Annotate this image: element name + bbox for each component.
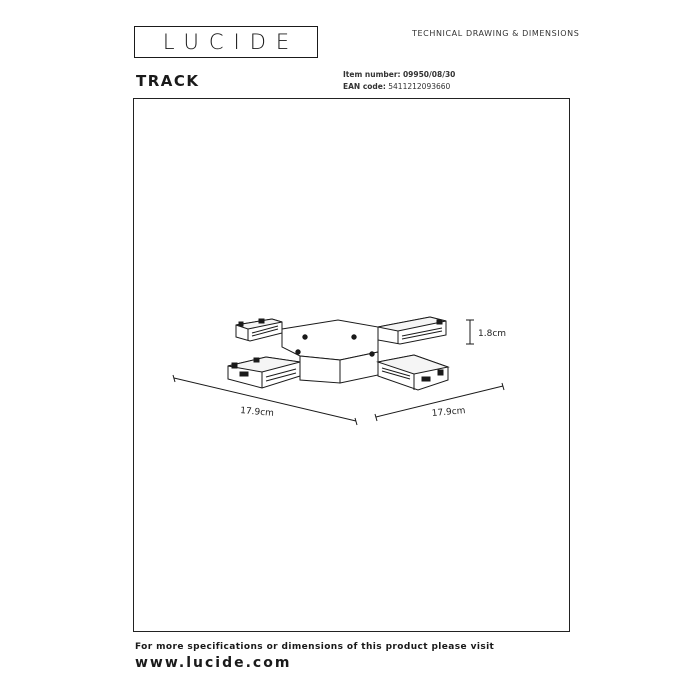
item-number-value: 09950/08/30 [402,70,456,79]
item-number-label: Item number: [343,70,401,79]
ean-code-label: EAN code: [343,82,386,91]
connector-right-lower [376,354,450,391]
ean-code-value: 5411212093660 [388,82,451,91]
width-left-dimension-line [172,374,358,426]
connector-left-upper [235,318,283,342]
item-number-row: Item number: 09950/08/30 [343,70,455,79]
height-dimension-line [466,319,474,345]
brand-logo: LUCIDE [134,26,318,58]
brand-logo-text: LUCIDE [162,30,300,54]
connector-right-upper [377,316,447,345]
product-name: TRACK [136,72,200,90]
drawing-frame [133,98,570,632]
ean-code-row: EAN code: 5411212093660 [343,82,450,91]
cross-body [281,319,379,384]
height-dimension-label: 1.8cm [478,329,506,339]
footer-note: For more specifications or dimensions of… [135,642,495,652]
width-right-dimension-line [374,382,505,422]
width-right-dimension-label: 17.9cm [431,406,466,419]
footer-url[interactable]: www.lucide.com [135,655,292,671]
width-left-dimension-label: 17.9cm [240,406,275,419]
header-title: TECHNICAL DRAWING & DIMENSIONS [412,29,580,38]
connector-left-lower [227,356,301,389]
